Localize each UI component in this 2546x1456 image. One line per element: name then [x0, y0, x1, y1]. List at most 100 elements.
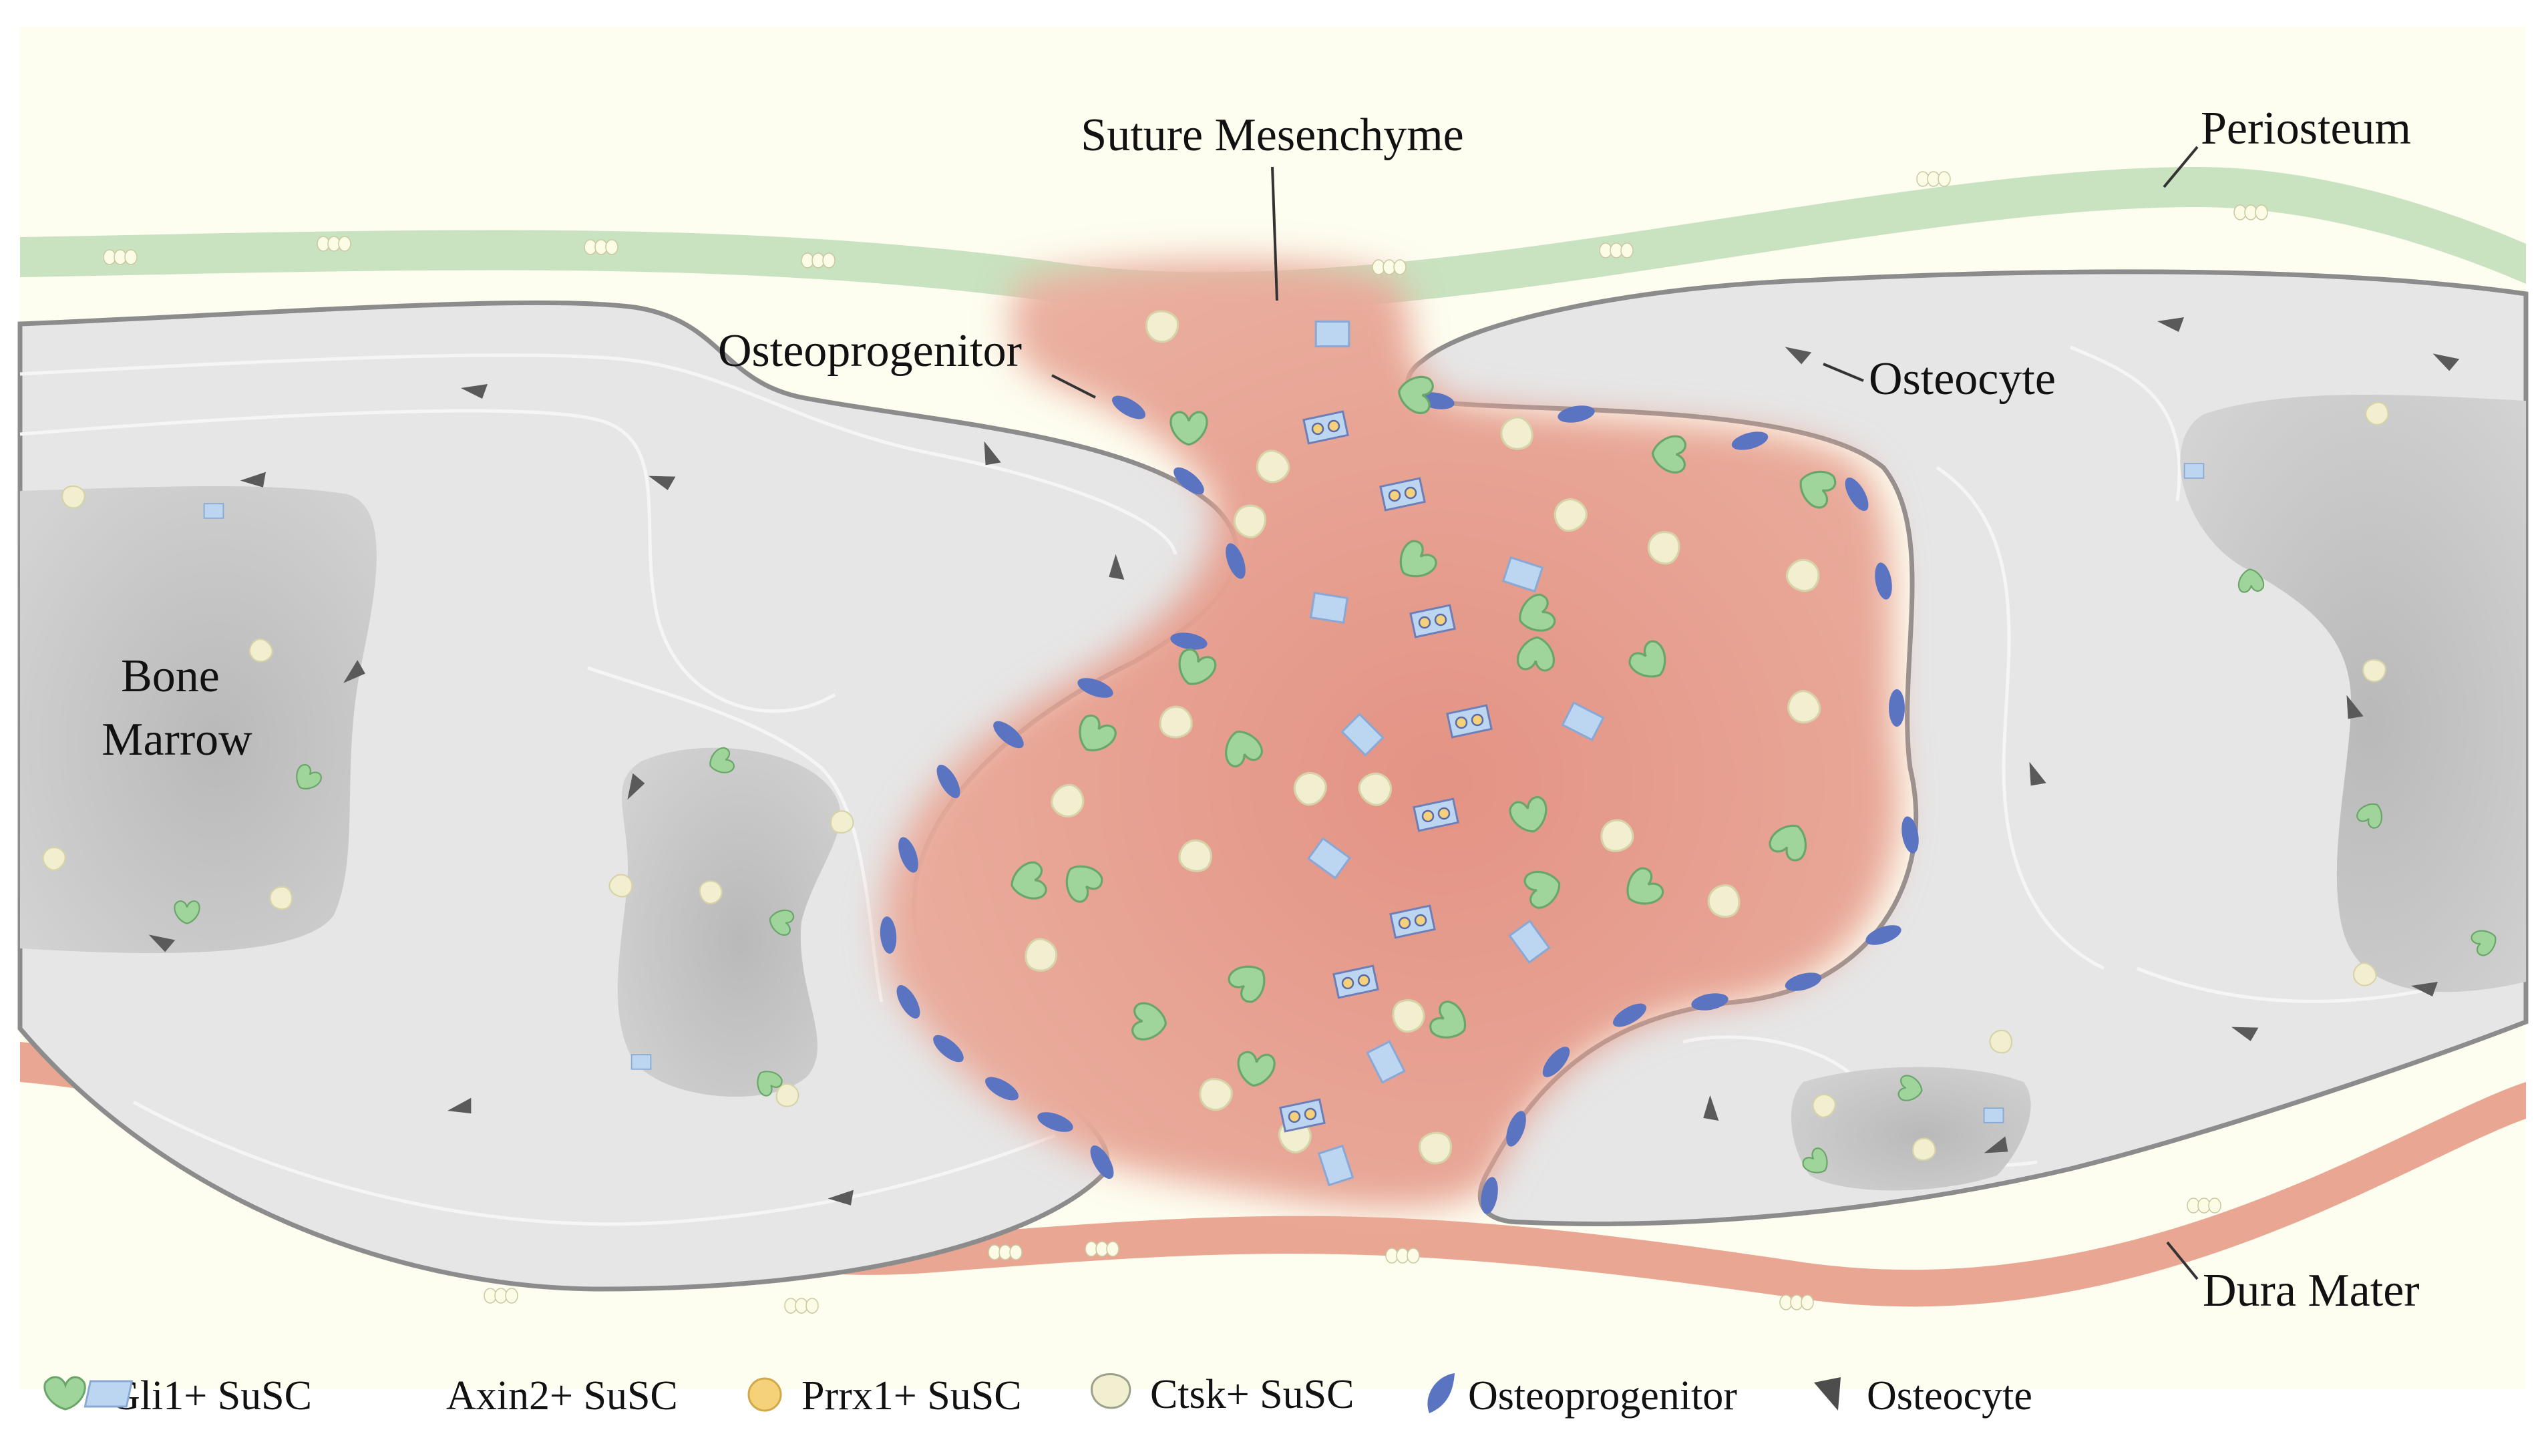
osteoprogenitor-cell — [1558, 405, 1595, 423]
prrx1-axin2-cluster — [1302, 410, 1349, 445]
gli1-cell-icon — [43, 1376, 86, 1411]
osteoprogenitor-cell — [1875, 562, 1892, 600]
right-lower-marrow — [1791, 1067, 2031, 1191]
osteoprogenitor-cell — [1112, 395, 1145, 419]
osteoprogenitor-icon — [1427, 1373, 1455, 1413]
membrane-cell-cluster — [1916, 171, 1951, 187]
osteoprogenitor-cell — [1077, 678, 1113, 698]
osteocyte-cell — [1984, 1136, 2008, 1153]
osteoprogenitor-cell — [1481, 1177, 1498, 1214]
legend-label-osteoprogenitor: Osteoprogenitor — [1468, 1373, 1737, 1419]
membrane-cell-cluster — [2187, 1198, 2221, 1214]
osteocyte-cell — [2231, 1027, 2259, 1041]
osteocyte-cell — [1785, 347, 1812, 365]
legend-label-axin2: Axin2+ SuSC — [446, 1373, 678, 1419]
osteocyte-cell — [828, 1190, 854, 1206]
prrx1-axin2-cluster — [1279, 1098, 1326, 1133]
label-dura-mater: Dura Mater — [2203, 1265, 2420, 1316]
ctsk-cell — [1646, 530, 1681, 566]
membrane-cell-cluster — [1085, 1241, 1119, 1257]
annotation-labels: Suture Mesenchyme Periosteum Osteoprogen… — [102, 103, 2419, 1316]
label-periosteum: Periosteum — [2201, 103, 2411, 154]
prrx1-axin2-cluster — [1409, 604, 1456, 639]
leader-osteocyte — [1823, 363, 1864, 382]
legend-label-ctsk: Ctsk+ SuSC — [1150, 1372, 1354, 1417]
ctsk-cell — [2362, 659, 2386, 683]
membrane-cell-cluster — [103, 249, 138, 265]
osteoprogenitor-cell — [1613, 1003, 1646, 1027]
left-bone-marrow — [20, 486, 377, 954]
prrx1-axin2-cluster — [1446, 704, 1493, 739]
axin2-cell — [2183, 463, 2205, 479]
osteoprogenitor-cell — [936, 765, 960, 798]
label-osteoprogenitor: Osteoprogenitor — [718, 325, 1022, 377]
osteocyte-cell — [648, 476, 676, 490]
legend-item-axin2: Axin2+ SuSC — [83, 1373, 678, 1419]
osteoprogenitor-cell — [880, 916, 897, 954]
osteoprogenitor-cell — [1090, 1145, 1114, 1179]
axin2-cell — [630, 1054, 652, 1070]
label-bone: Bone — [121, 651, 220, 702]
osteoprogenitor-cell — [1691, 993, 1729, 1011]
membrane-cell-cluster — [1599, 242, 1634, 258]
osteocyte-cell — [447, 1097, 472, 1114]
osteocyte-cell — [2346, 695, 2364, 719]
osteoprogenitor-cell — [933, 1035, 964, 1063]
osteocyte-cell — [2432, 353, 2460, 371]
osteocyte-cell — [984, 441, 1001, 466]
osteocyte-cell — [343, 660, 365, 683]
osteocyte-icon — [1814, 1377, 1841, 1411]
suture-mesenchyme-region — [882, 260, 1899, 1208]
bone-cells — [38, 317, 2501, 1206]
axin2-cell — [1314, 320, 1350, 348]
membrane-cell-cluster — [1372, 259, 1407, 275]
axin2-cell — [1310, 592, 1348, 624]
membrane-cells — [103, 171, 2268, 1314]
prrx1-cell-icon — [747, 1377, 782, 1412]
osteoprogenitor-cell — [1506, 1111, 1526, 1147]
membrane-cell-cluster — [584, 239, 618, 255]
osteoprogenitor-cell — [1889, 689, 1905, 727]
osteocyte-cell — [2029, 761, 2046, 786]
legend-label-osteocyte: Osteocyte — [1867, 1373, 2032, 1419]
membrane-cell-cluster — [317, 236, 351, 252]
osteoprogenitor-cell — [1037, 1112, 1073, 1132]
osteocyte-cell — [1703, 1095, 1719, 1121]
osteoprogenitor-cell — [1542, 1047, 1570, 1077]
ctsk-cell-icon — [1090, 1373, 1131, 1409]
prrx1-axin2-cluster — [1413, 797, 1459, 832]
right-bone-marrow — [2180, 395, 2526, 992]
legend: Gli1+ SuSC Axin2+ SuSC Prrx1+ SuSC Ctsk+… — [43, 1372, 2032, 1419]
legend-item-osteoprogenitor: Osteoprogenitor — [1427, 1373, 1737, 1419]
legend-item-osteocyte: Osteocyte — [1814, 1373, 2032, 1419]
osteoprogenitor-lining — [880, 392, 1919, 1214]
osteocyte-cell — [1109, 554, 1125, 580]
osteoprogenitor-cell — [1845, 478, 1869, 511]
osteoprogenitor-cell — [1170, 632, 1208, 650]
legend-item-ctsk: Ctsk+ SuSC — [1090, 1372, 1354, 1417]
leader-periosteum — [2163, 146, 2199, 188]
axin2-cell-icon — [83, 1380, 134, 1408]
osteoprogenitor-cell — [993, 721, 1024, 749]
label-osteocyte: Osteocyte — [1869, 353, 2056, 405]
leader-osteoprogenitor — [1051, 374, 1096, 399]
osteoprogenitor-cell — [1173, 467, 1204, 495]
osteoprogenitor-cell — [896, 985, 920, 1019]
legend-item-gli1: Gli1+ SuSC — [43, 1373, 312, 1419]
osteocyte-cell — [2411, 982, 2438, 996]
membrane-cell-cluster — [801, 252, 836, 268]
membrane-cell-cluster — [1779, 1294, 1814, 1310]
leader-dura-mater — [2166, 1241, 2199, 1280]
osteocyte-cell — [2157, 317, 2184, 332]
osteoprogenitor-cell — [985, 1077, 1019, 1101]
osteocyte-cell — [148, 934, 176, 952]
axin2-cell — [203, 503, 224, 519]
osteoprogenitor-cell — [1226, 543, 1246, 579]
legend-label-prrx1: Prrx1+ SuSC — [801, 1373, 1022, 1419]
left-middle-marrow — [617, 747, 841, 1097]
osteoprogenitor-cell — [1865, 925, 1901, 945]
label-marrow: Marrow — [102, 714, 252, 765]
membrane-cell-cluster — [2233, 204, 2268, 220]
suture-cells — [1007, 310, 1839, 1186]
